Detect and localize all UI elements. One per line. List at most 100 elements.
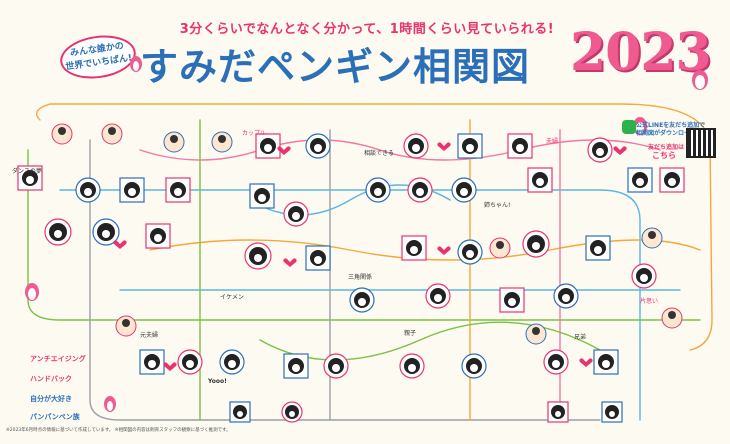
label-yooo: Yooo! [208,378,227,385]
penguin-node [399,353,425,379]
label-triangle: 三角関係 [348,274,373,281]
penguin-node [283,201,309,227]
penguin-node [587,137,613,163]
penguin-node [499,287,525,313]
penguin-node [457,133,483,159]
staff-node [101,123,123,145]
line-green-outer [27,149,701,321]
line-gray-lower [89,139,601,421]
staff-node [661,307,683,329]
page-title: すみだペンギン相関図 [140,45,531,89]
penguin-node [601,401,623,423]
mascot-penguins [25,56,708,412]
penguin-node [659,167,685,193]
penguin-mascot-icon [692,70,708,90]
penguin-node [407,177,433,203]
heart-icon [283,258,297,267]
penguin-node [593,349,619,375]
line-blue-mid [59,189,641,421]
label-parent-child: 親子 [404,330,417,337]
penguin-node [457,239,483,265]
heart-icon [613,146,627,155]
penguin-node [349,287,375,313]
heart-icon [113,240,127,249]
penguin-mascot-icon [633,117,647,135]
penguin-node [249,183,275,209]
legend-heading-handback: ハンドバック [30,375,72,383]
staff-node [115,315,137,337]
staff-nodes [51,123,683,345]
legend-heading-self-love: 自分が大好き [30,395,72,403]
penguin-mascot-icon [104,396,116,412]
penguin-node [17,165,43,191]
penguin-node [425,283,451,309]
heart-icon [579,358,593,367]
penguin-node [92,218,120,246]
label-couple: カップル [242,130,267,137]
penguin-node [627,167,653,193]
penguin-node [547,401,569,423]
penguin-node [281,401,303,423]
line-orange-outer [36,103,713,351]
year-label: 2023 [570,22,712,83]
friend-cta[interactable]: こちら [652,151,676,160]
penguin-node [165,177,191,203]
header-tagline: 3分くらいでなんとなく分かって、1時間くらい見ていられる! [179,22,555,37]
penguin-mascot-icon [130,56,142,72]
label-married: 夫婦 [546,138,559,145]
line-banner-text2: 相関図がダウンロードできる! [636,130,717,137]
legend: アンチエイジング ハンドバック 自分が大好き パンパンペン族 [12,282,120,432]
penguin-node [177,349,203,375]
penguin-node [244,242,272,270]
heart-icon [437,246,451,255]
penguin-node [507,133,533,159]
penguin-node [119,177,145,203]
staff-node [641,227,663,249]
penguin-node [461,353,487,379]
footnote: ※2023年6月時点の情報に基づいて作成しています。 ※相関図の内容は飼育スタッ… [6,428,231,433]
heart-icon [163,362,177,371]
label-consult: 相談できる [364,150,394,157]
line-app-icon[interactable] [622,120,636,134]
line-banner-text1: 公式LINEを友だち追加で [636,122,706,129]
penguin-node [283,353,309,379]
heart-markers [113,142,627,371]
staff-node [163,131,185,153]
penguin-node [365,177,391,203]
staff-node [211,131,233,153]
penguin-node [527,167,553,193]
label-dance: ダンスの夢 [12,168,42,175]
heart-icon [277,146,291,155]
line-banner[interactable]: 公式LINEを友だち追加で 相関図がダウンロードできる! 友だち追加は こちら [618,120,718,166]
label-siblings: 兄弟 [574,334,587,341]
qr-code-icon[interactable] [686,128,716,158]
penguin-node [401,235,427,261]
penguin-node [553,283,579,309]
label-sister: 姉ちゃん! [484,202,511,209]
staff-node [51,123,73,145]
line-pink-top [139,139,661,161]
staff-node [489,237,511,259]
legend-heading-anti-aging: アンチエイジング [30,355,86,363]
penguin-node [631,263,657,289]
penguin-node [44,218,72,246]
label-ikemen: イケメン [220,294,244,301]
penguin-nodes [17,133,685,423]
heart-icon [437,142,451,151]
penguin-node [305,245,331,271]
penguin-node [305,133,331,159]
penguin-node [451,177,477,203]
penguin-node [255,133,281,159]
penguin-node [522,230,550,258]
penguin-node [229,401,251,423]
penguin-node [585,235,611,261]
penguin-mascot-icon [25,283,39,301]
staff-node [525,323,547,345]
legend-heading-panpan: パンパンペン族 [30,413,80,421]
penguin-node [543,349,569,375]
penguin-node [75,177,101,203]
penguin-node [219,349,245,375]
label-one-sided: 片思い [640,298,659,305]
